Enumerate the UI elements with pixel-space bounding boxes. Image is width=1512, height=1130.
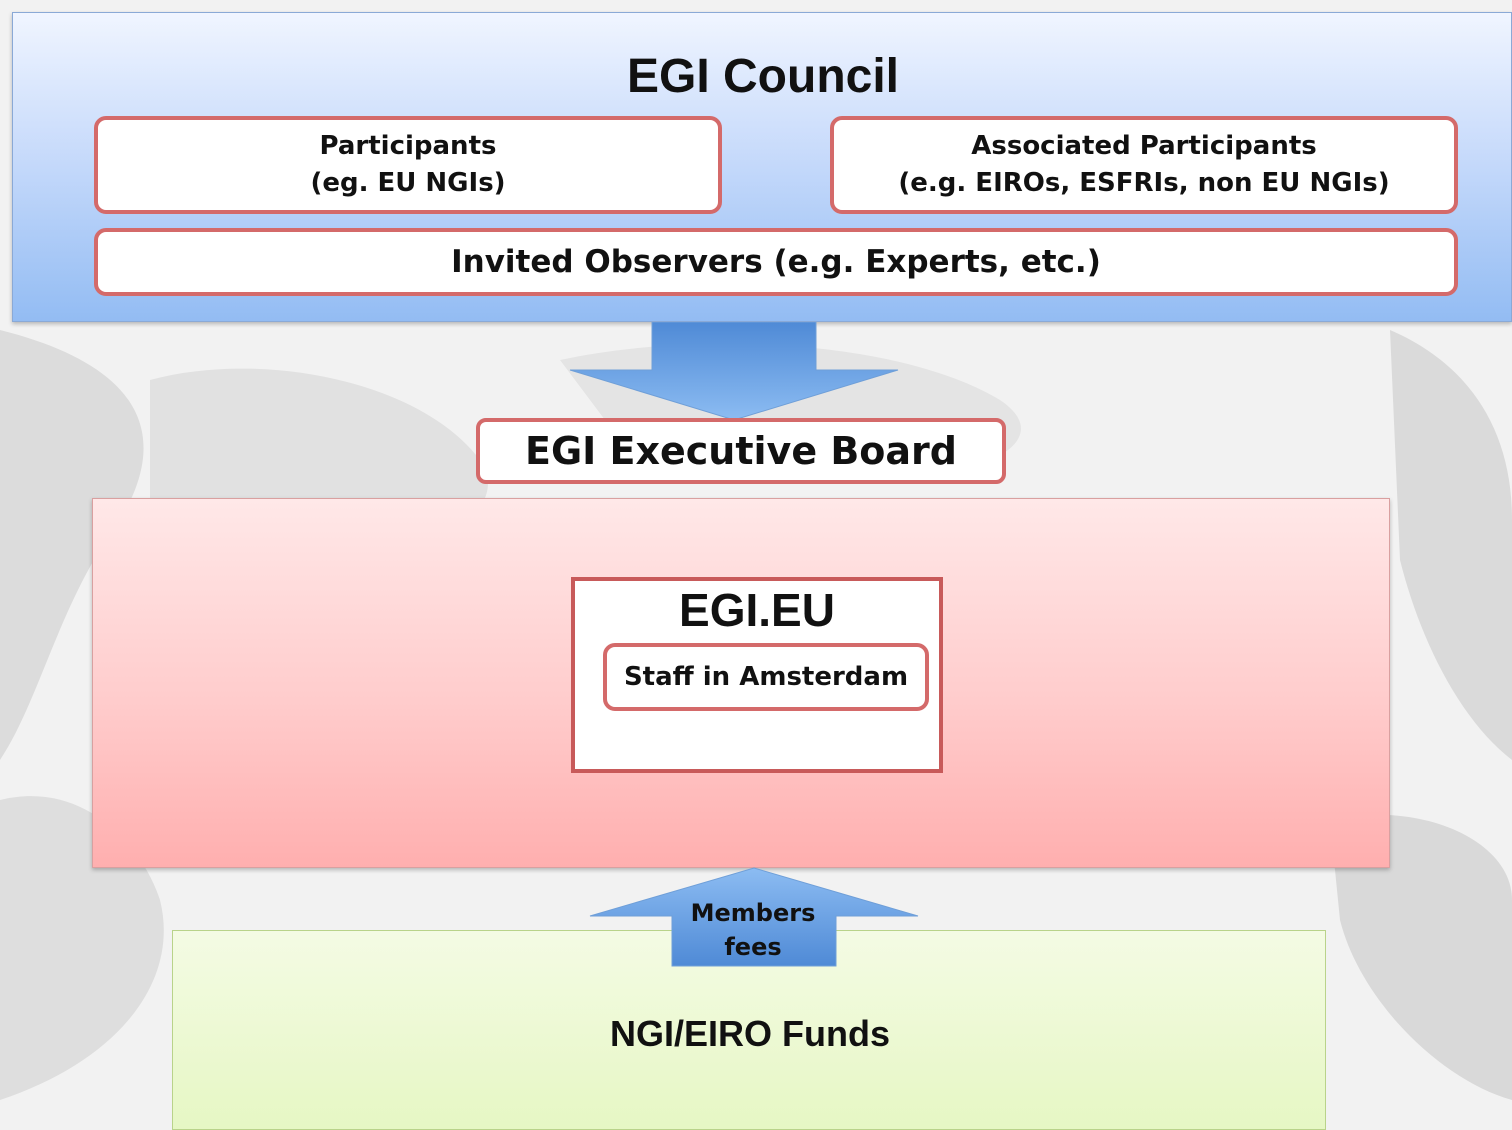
down-arrow-icon (569, 322, 899, 421)
associated-participants-box: Associated Participants (e.g. EIROs, ESF… (830, 116, 1458, 214)
members-fees-line1: Members (690, 899, 816, 927)
egi-executive-board-box: EGI Executive Board (476, 418, 1006, 484)
participants-example: (eg. EU NGIs) (310, 168, 506, 198)
associated-participants-label: Associated Participants (971, 131, 1317, 161)
staff-in-amsterdam-label: Staff in Amsterdam (623, 662, 909, 692)
members-fees-line2: fees (724, 933, 782, 961)
egi-council-title: EGI Council (626, 50, 899, 103)
staff-in-amsterdam-box: Staff in Amsterdam (603, 643, 929, 711)
participants-label: Participants (319, 131, 497, 161)
members-fees-label: Members fees (672, 896, 834, 964)
participants-box: Participants (eg. EU NGIs) (94, 116, 722, 214)
up-arrow-icon (589, 867, 919, 967)
ngi-eiro-funds-label: NGI/EIRO Funds (609, 1013, 890, 1054)
associated-participants-example: (e.g. EIROs, ESFRIs, non EU NGIs) (898, 168, 1390, 198)
egi-eu-title: EGI.EU (679, 584, 835, 636)
egi-eu-box: EGI.EU Staff in Amsterdam (571, 577, 943, 773)
invited-observers-box: Invited Observers (e.g. Experts, etc.) (94, 228, 1458, 296)
egi-executive-board-label: EGI Executive Board (525, 429, 957, 473)
invited-observers-label: Invited Observers (e.g. Experts, etc.) (451, 244, 1101, 280)
